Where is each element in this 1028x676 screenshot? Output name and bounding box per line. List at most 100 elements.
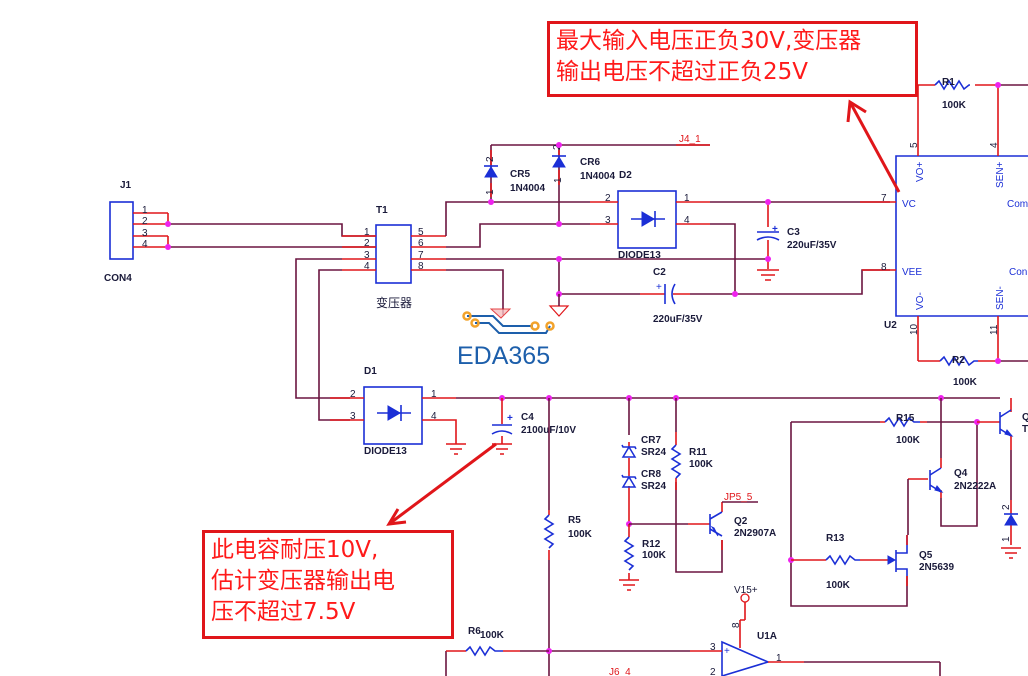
cr5-value: 1N4004 bbox=[510, 183, 545, 194]
resistor-r13[interactable]: R13 100K bbox=[791, 533, 888, 591]
r2-value: 100K bbox=[953, 377, 978, 388]
q2-ref: Q2 bbox=[734, 516, 748, 527]
transformer-t1[interactable]: T1 变压器 1 2 3 4 5 6 7 8 bbox=[342, 205, 446, 310]
cr8-ref: CR8 bbox=[641, 469, 661, 480]
ground-icon bbox=[757, 269, 779, 281]
resistor-r11[interactable]: R11 100K bbox=[670, 432, 714, 490]
d2-ref: D2 bbox=[619, 170, 632, 181]
connector-j1[interactable]: J1 CON4 1 2 3 4 bbox=[104, 180, 169, 284]
resistor-r1[interactable]: R1 100K bbox=[918, 77, 998, 111]
d1-pin3: 3 bbox=[350, 411, 356, 422]
t1-ref: T1 bbox=[376, 205, 388, 216]
transistor-q4[interactable]: Q4 2N2222A bbox=[908, 458, 996, 498]
q3-value: T bbox=[1022, 424, 1028, 435]
d2-pin3: 3 bbox=[605, 215, 611, 226]
annotation-note-bottom: 此电容耐压10V, 估计变压器输出电 压不超过7.5V bbox=[202, 530, 454, 639]
r13-ref: R13 bbox=[826, 533, 845, 544]
resistor-r15[interactable]: R15 100K bbox=[880, 413, 927, 446]
u1a-pin2: 2 bbox=[710, 667, 716, 676]
u2-pin10: 10 bbox=[909, 323, 920, 335]
resistor-r12[interactable]: R12 100K bbox=[619, 524, 667, 591]
zener-cr7[interactable]: CR7 SR24 bbox=[621, 435, 666, 466]
d2-pin4: 4 bbox=[684, 215, 690, 226]
q5-value: 2N5639 bbox=[919, 562, 954, 573]
t1-pin8: 8 bbox=[418, 261, 424, 272]
d1-pin1: 1 bbox=[431, 389, 437, 400]
resistor-r6[interactable]: R6 100K bbox=[445, 626, 549, 676]
u2-pin5: 5 bbox=[909, 142, 920, 148]
bridge-rectifier-d1[interactable]: D1 DIODE13 2 3 1 4 bbox=[330, 366, 466, 457]
t1-pin4: 4 bbox=[364, 261, 370, 272]
u2-vo-minus: VO- bbox=[915, 292, 926, 310]
r12-ref: R12 bbox=[642, 539, 661, 550]
u2-con: Con bbox=[1009, 267, 1027, 278]
d1-pin4: 4 bbox=[431, 411, 437, 422]
d1-value: DIODE13 bbox=[364, 446, 407, 457]
u1a-pin3: 3 bbox=[710, 642, 716, 653]
resistor-r5[interactable]: R5 100K bbox=[543, 510, 593, 560]
annotation-arrow-top bbox=[846, 99, 901, 193]
cr5-pin2: 2 bbox=[485, 156, 496, 162]
u2-vee: VEE bbox=[902, 267, 922, 278]
ground-icon bbox=[619, 579, 639, 591]
annotation-note-top: 最大输入电压正负30V,变压器 输出电压不超过正负25V bbox=[547, 21, 918, 97]
ground-icon bbox=[1001, 547, 1021, 559]
resistor-r2[interactable]: R2 100K bbox=[918, 355, 998, 388]
transistor-q2[interactable]: JP5_5 Q2 2N2907A bbox=[688, 492, 776, 550]
c2-value: 220uF/35V bbox=[653, 314, 703, 325]
diode-cr5[interactable]: 2 1 CR5 1N4004 bbox=[484, 150, 545, 197]
j1-pin4: 4 bbox=[142, 239, 148, 250]
r11-value: 100K bbox=[689, 459, 714, 470]
u2-pin4: 4 bbox=[989, 142, 1000, 148]
r1-ref: R1 bbox=[942, 77, 955, 88]
transistor-q5[interactable]: Q5 2N5639 bbox=[887, 535, 954, 586]
net-label-j6: J6_4 bbox=[609, 667, 631, 676]
net-label-v15: V15+ bbox=[734, 585, 758, 596]
cr6-pin1: 1 bbox=[553, 177, 564, 183]
u2-pin7: 7 bbox=[881, 193, 887, 204]
note-bottom-line2: 估计变压器输出电 bbox=[211, 568, 395, 594]
r6-ref: R6 bbox=[468, 626, 481, 637]
cr5-pin1: 1 bbox=[485, 189, 496, 195]
cr5-ref: CR5 bbox=[510, 169, 530, 180]
note-top-line2: 输出电压不超过正负25V bbox=[556, 59, 809, 85]
q4-value: 2N2222A bbox=[954, 481, 996, 492]
r6-value: 100K bbox=[480, 630, 505, 641]
zener-cr8[interactable]: CR8 SR24 bbox=[621, 466, 666, 500]
cr7-value: SR24 bbox=[641, 447, 666, 458]
diode-small-right[interactable]: 2 1 bbox=[1001, 500, 1021, 559]
d2-pin1: 1 bbox=[684, 193, 690, 204]
c3-value: 220uF/35V bbox=[787, 240, 837, 251]
capacitor-c4[interactable]: + C4 2100uF/10V bbox=[491, 398, 576, 455]
t1-pin3: 3 bbox=[364, 250, 370, 261]
q2-value: 2N2907A bbox=[734, 528, 776, 539]
t1-pin6: 6 bbox=[418, 238, 424, 249]
j1-value: CON4 bbox=[104, 273, 132, 284]
c2-ref: C2 bbox=[653, 267, 666, 278]
u1a-pin1: 1 bbox=[776, 653, 782, 664]
capacitor-c3[interactable]: + C3 220uF/35V bbox=[756, 202, 837, 281]
q3-ref: Q bbox=[1022, 412, 1028, 423]
r2-ref: R2 bbox=[952, 355, 965, 366]
opamp-u1a[interactable]: V15+ 8 U1A 3 2 1 + bbox=[690, 585, 804, 676]
bridge-rectifier-d2[interactable]: D2 DIODE13 2 3 1 4 bbox=[590, 170, 710, 261]
cr6-value: 1N4004 bbox=[580, 171, 615, 182]
c3-ref: C3 bbox=[787, 227, 800, 238]
d2-value: DIODE13 bbox=[618, 250, 661, 261]
ic-u2[interactable]: 7 8 VC VEE Com Con VO+ SEN+ VO- SEN- 5 4… bbox=[860, 85, 1028, 361]
ground-icon bbox=[548, 305, 570, 317]
d2-pin2: 2 bbox=[605, 193, 611, 204]
cr6-ref: CR6 bbox=[580, 157, 600, 168]
note-bottom-line3: 压不超过7.5V bbox=[211, 599, 356, 625]
capacitor-c2[interactable]: + C2 220uF/35V bbox=[640, 267, 703, 325]
net-label-j4: J4_1 bbox=[679, 134, 701, 145]
c4-ref: C4 bbox=[521, 412, 534, 423]
note-bottom-line1: 此电容耐压10V, bbox=[211, 537, 379, 563]
u1a-plus-sign: + bbox=[724, 646, 730, 657]
transistor-q3[interactable]: Q T bbox=[977, 398, 1028, 450]
logo-text: EDA365 bbox=[457, 342, 550, 370]
t1-pin2: 2 bbox=[364, 238, 370, 249]
diode-cr6[interactable]: 2 1 CR6 1N4004 bbox=[552, 144, 615, 185]
t1-pin1: 1 bbox=[364, 227, 370, 238]
diode-pin2: 2 bbox=[1001, 504, 1012, 510]
